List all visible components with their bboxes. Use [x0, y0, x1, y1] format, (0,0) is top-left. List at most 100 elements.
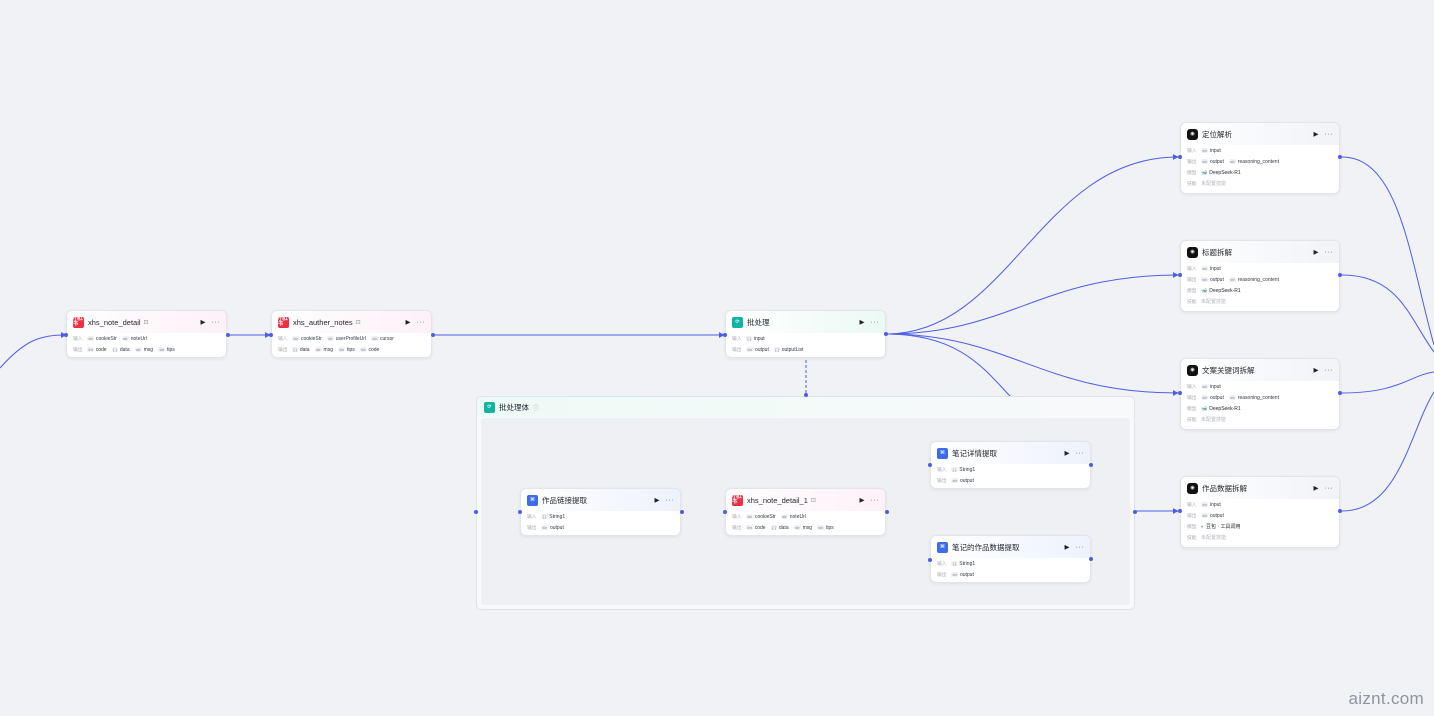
skill-row: 技能 未配置技能	[1187, 535, 1227, 541]
port[interactable]	[1089, 463, 1093, 467]
plugin-badge-icon: ⊡	[143, 319, 149, 326]
play-icon[interactable]: ▶	[405, 319, 411, 326]
port[interactable]	[474, 510, 478, 514]
code-icon: ⌘	[937, 541, 948, 553]
code-icon: ⌘	[527, 494, 538, 506]
port[interactable]	[680, 510, 684, 514]
port[interactable]	[431, 333, 435, 337]
port[interactable]	[1178, 391, 1182, 395]
more-icon[interactable]: ···	[1324, 248, 1333, 256]
port[interactable]	[1178, 155, 1182, 159]
play-icon[interactable]: ▶	[1313, 485, 1319, 492]
port[interactable]	[1089, 557, 1093, 561]
model-name: 豆包 · 工具调用	[1206, 524, 1241, 530]
info-icon[interactable]: ⓘ	[533, 405, 540, 412]
edge-keyword-out	[1341, 371, 1434, 394]
llm-icon: ◉	[1187, 364, 1198, 376]
port[interactable]	[885, 510, 889, 514]
more-icon[interactable]: ···	[1324, 130, 1333, 138]
port[interactable]	[226, 333, 230, 337]
play-icon[interactable]: ▶	[200, 319, 206, 326]
port[interactable]	[723, 510, 727, 514]
port[interactable]	[884, 332, 888, 336]
play-icon[interactable]: ▶	[1313, 131, 1319, 138]
deepseek-icon: 🐋	[1201, 169, 1208, 176]
param: { }data	[111, 346, 130, 353]
inputs-row: 输入 { }String1	[527, 513, 566, 521]
play-icon[interactable]: ▶	[859, 497, 865, 504]
xiaohongshu-icon: 小红书	[278, 316, 289, 328]
more-icon[interactable]: ···	[1075, 449, 1084, 457]
skill-row: 技能 未配置技能	[1187, 181, 1227, 187]
llm-icon: ◉	[1187, 128, 1198, 140]
more-icon[interactable]: ···	[1324, 366, 1333, 374]
node-title: 文案关键词拆解	[1202, 365, 1255, 375]
model-row: 模型 🐋 DeepSeek-R1	[1187, 405, 1241, 413]
more-icon[interactable]: ···	[1075, 543, 1084, 551]
more-icon[interactable]: ···	[1324, 484, 1333, 492]
xiaohongshu-icon: 小红书	[732, 494, 743, 506]
model-row: 模型 🐋 DeepSeek-R1	[1187, 169, 1241, 177]
port[interactable]	[1178, 509, 1182, 513]
port[interactable]	[928, 463, 932, 467]
play-icon[interactable]: ▶	[1313, 249, 1319, 256]
play-icon[interactable]: ▶	[859, 319, 865, 326]
port[interactable]	[1338, 273, 1342, 277]
param: { }String1	[951, 466, 976, 473]
node-title: 笔记详情提取	[952, 448, 997, 458]
deepseek-icon: 🐋	[1201, 405, 1208, 412]
port[interactable]	[1133, 510, 1137, 514]
skill-value: 未配置技能	[1201, 181, 1227, 187]
port[interactable]	[269, 333, 273, 337]
more-icon[interactable]: ···	[416, 318, 425, 326]
play-icon[interactable]: ▶	[1064, 544, 1070, 551]
watermark: aiznt.com	[1348, 689, 1424, 708]
play-icon[interactable]: ▶	[1064, 450, 1070, 457]
port[interactable]	[1178, 273, 1182, 277]
skill-row: 技能 未配置技能	[1187, 299, 1227, 305]
port[interactable]	[804, 393, 808, 397]
more-icon[interactable]: ···	[665, 496, 674, 504]
node-title: xhs_note_detail	[88, 317, 141, 327]
more-icon[interactable]: ···	[211, 318, 220, 326]
port[interactable]	[1338, 391, 1342, 395]
port[interactable]	[1338, 155, 1342, 159]
port[interactable]	[928, 558, 932, 562]
port[interactable]	[723, 333, 727, 337]
play-icon[interactable]: ▶	[654, 497, 660, 504]
inputs-row: 输入 { }String1	[937, 466, 976, 474]
more-icon[interactable]: ···	[870, 496, 879, 504]
deepseek-icon: 🐋	[1201, 287, 1208, 294]
play-icon[interactable]: ▶	[1313, 367, 1319, 374]
port[interactable]	[1338, 509, 1342, 513]
port[interactable]	[518, 510, 522, 514]
more-icon[interactable]: ···	[870, 318, 879, 326]
port[interactable]	[64, 333, 68, 337]
